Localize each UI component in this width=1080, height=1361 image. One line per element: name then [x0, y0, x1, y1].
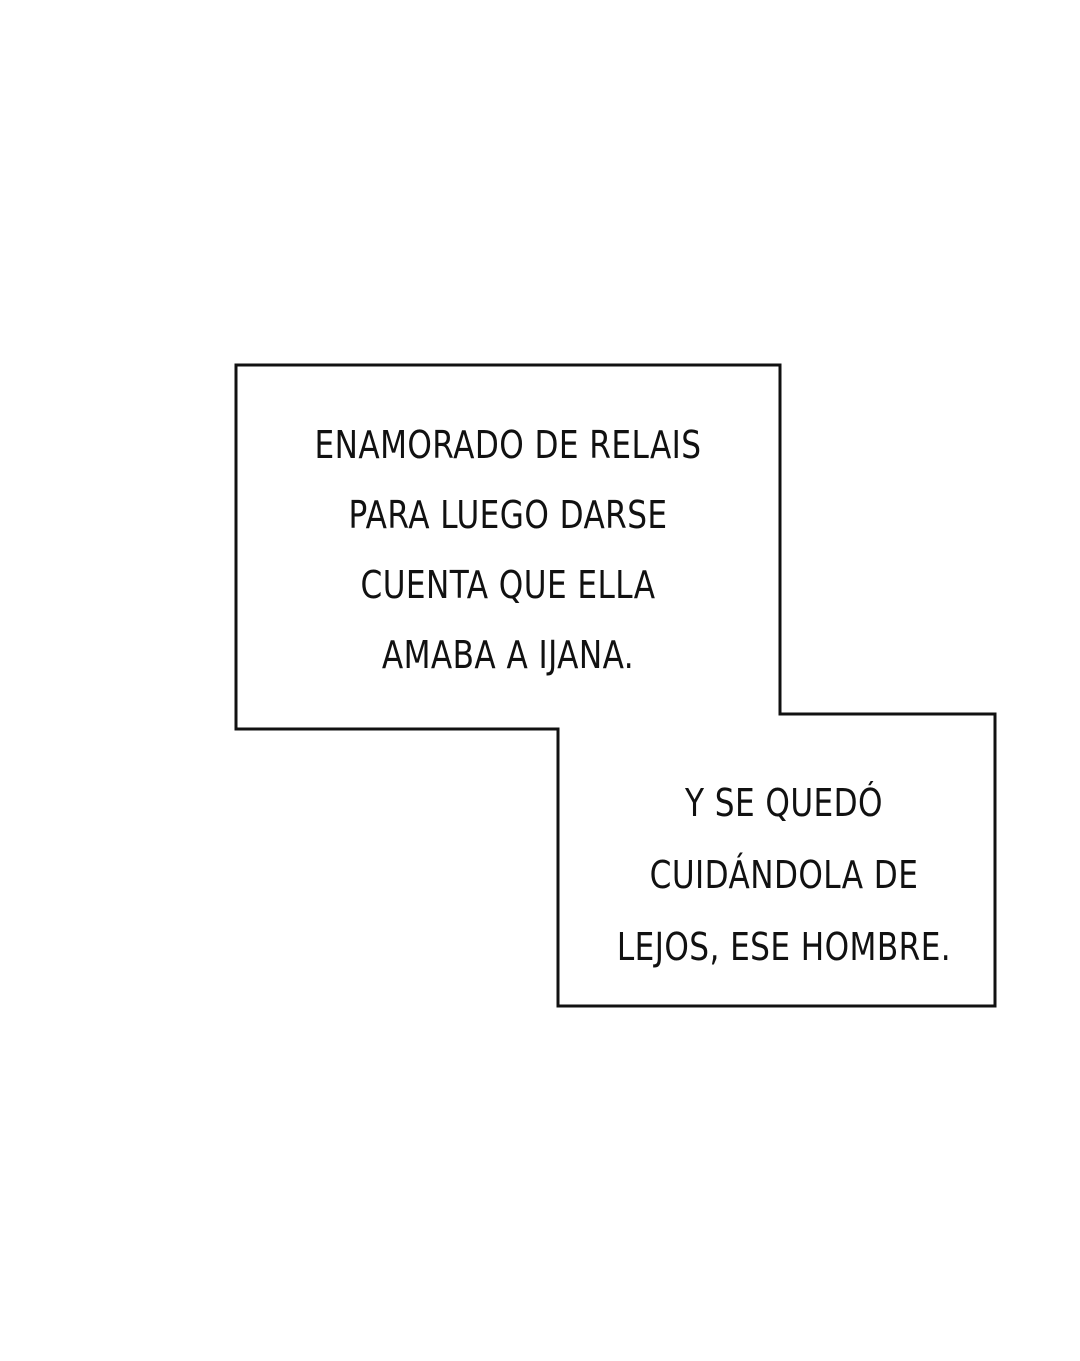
caption-line: CUENTA QUE ELLA	[360, 563, 656, 607]
caption-line: Y SE QUEDÓ	[685, 781, 883, 825]
caption-line: PARA LUEGO DARSE	[348, 493, 668, 537]
caption-line: ENAMORADO DE RELAIS	[314, 423, 702, 467]
caption-box-bottom: Y SE QUEDÓ CUIDÁNDOLA DE LEJOS, ESE HOMB…	[600, 767, 967, 983]
caption-box-top: ENAMORADO DE RELAIS PARA LUEGO DARSE CUE…	[303, 410, 713, 690]
caption-line: AMABA A IJANA.	[381, 633, 635, 677]
caption-line: CUIDÁNDOLA DE	[649, 853, 919, 897]
caption-line: LEJOS, ESE HOMBRE.	[616, 925, 952, 969]
